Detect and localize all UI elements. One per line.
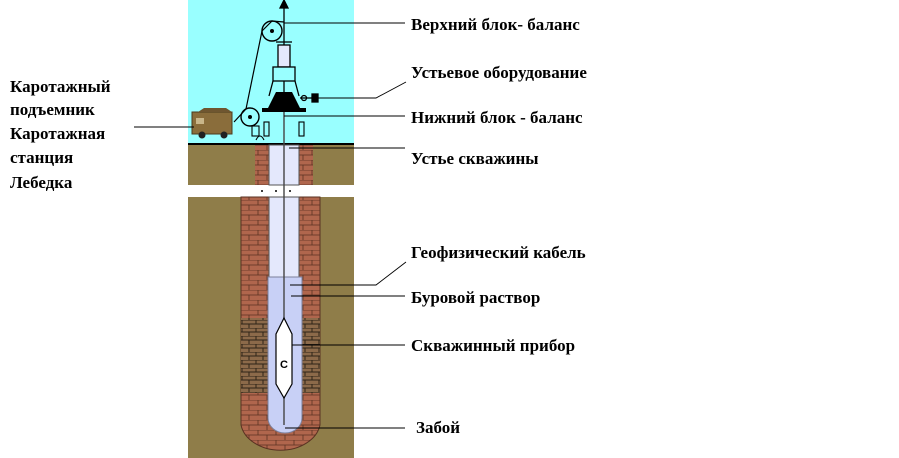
downhole-tool (275, 316, 293, 400)
label-wellhead-equipment: Устьевое оборудование (411, 63, 587, 82)
label-cable: Геофизический кабель (411, 243, 586, 262)
wellhead-flange (262, 108, 306, 112)
label-mud: Буровой раствор (411, 288, 541, 307)
label-winch: Лебедка (10, 173, 73, 192)
break-dots (261, 190, 291, 192)
label-tool: Скважинный прибор (411, 336, 576, 355)
logging-truck (191, 108, 233, 139)
label-station-line2: станция (10, 148, 74, 167)
label-upper-block: Верхний блок- баланс (411, 15, 580, 34)
wellhead-equipment (268, 92, 300, 108)
ground-surface-line (188, 143, 354, 145)
label-hoist-line1: Каротажный (10, 77, 111, 96)
label-lower-block: Нижний блок - баланс (411, 108, 583, 127)
label-station-line1: Каротажная (10, 124, 106, 143)
tool-mark: C (280, 359, 288, 371)
label-bottom: Забой (416, 418, 461, 437)
wellhead-base (251, 121, 305, 141)
leader-lines (134, 22, 407, 429)
cable-path (233, 20, 285, 123)
label-hoist-line2: подъемник (10, 100, 95, 119)
label-wellhead: Устье скважины (411, 149, 539, 168)
